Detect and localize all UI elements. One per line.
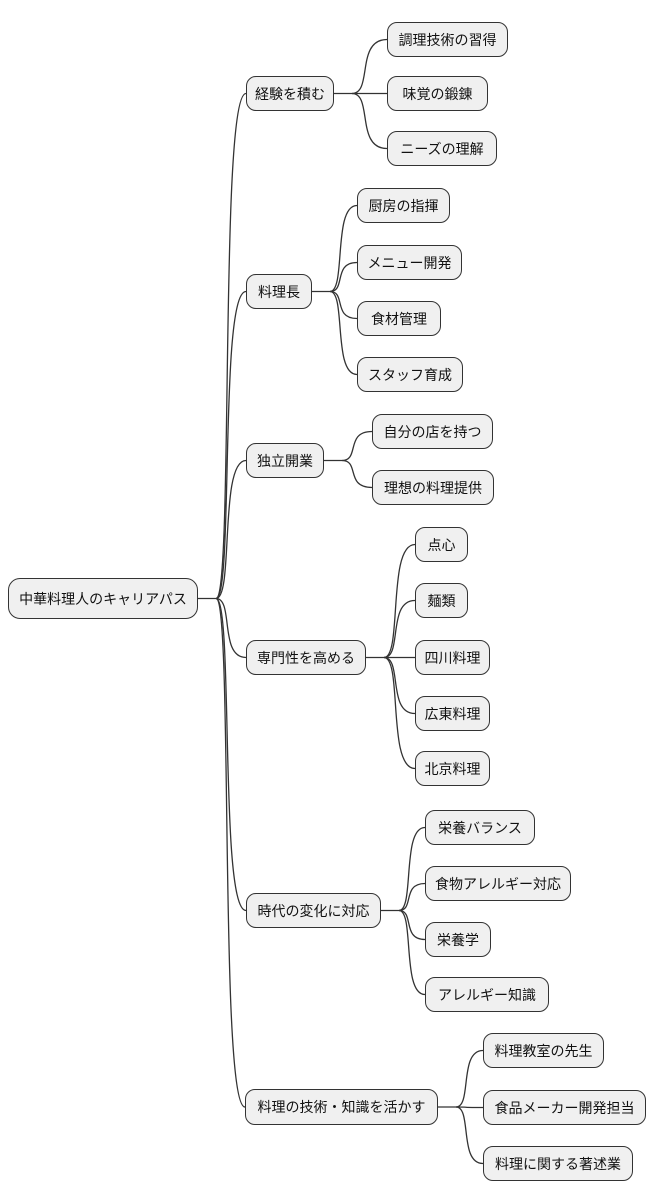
mindmap-edge xyxy=(215,597,247,659)
mindmap-leaf-node: 点心 xyxy=(415,527,468,562)
mindmap-edge xyxy=(329,261,358,293)
mindmap-leaf-node: 栄養バランス xyxy=(425,810,535,845)
mindmap-leaf-node: 北京料理 xyxy=(415,751,490,786)
mindmap-edge xyxy=(215,92,247,600)
mindmap-leaf-node: 広東料理 xyxy=(415,696,490,731)
mindmap-leaf-node: 料理に関する著述業 xyxy=(483,1146,633,1181)
mindmap-edge xyxy=(398,882,426,912)
mindmap-edge xyxy=(398,909,426,996)
mindmap-edge xyxy=(455,1106,484,1165)
mindmap-leaf-node: 調理技術の習得 xyxy=(387,22,508,57)
mindmap-edge xyxy=(455,1049,484,1108)
mindmap-leaf-node: スタッフ育成 xyxy=(357,357,463,392)
mindmap-leaf-node: 栄養学 xyxy=(425,922,491,957)
mindmap-edge xyxy=(455,1106,484,1109)
mindmap-root-node: 中華料理人のキャリアパス xyxy=(8,578,198,619)
mindmap-edge xyxy=(383,656,416,770)
mindmap-edge xyxy=(383,656,416,715)
mindmap-edge xyxy=(351,38,388,95)
mindmap-leaf-node: 食品メーカー開発担当 xyxy=(483,1090,646,1125)
mindmap-edge xyxy=(215,459,247,600)
mindmap-leaf-node: 料理教室の先生 xyxy=(483,1033,604,1068)
mindmap-branch-node: 料理の技術・知識を活かす xyxy=(245,1089,438,1125)
mindmap-leaf-node: メニュー開発 xyxy=(357,245,462,280)
mindmap-leaf-node: 四川料理 xyxy=(415,640,490,675)
mindmap-edge xyxy=(329,290,358,376)
mindmap-leaf-node: ニーズの理解 xyxy=(387,131,497,166)
mindmap-branch-node: 経験を積む xyxy=(246,76,334,111)
mindmap-leaf-node: 食材管理 xyxy=(357,301,441,336)
mindmap-edge xyxy=(341,459,373,489)
mindmap-branch-node: 独立開業 xyxy=(246,443,324,478)
mindmap-leaf-node: 麺類 xyxy=(415,583,468,618)
mindmap-leaf-node: 味覚の鍛錬 xyxy=(387,76,488,111)
mindmap-edge xyxy=(398,909,426,941)
mindmap-leaf-node: 食物アレルギー対応 xyxy=(425,866,571,901)
mindmap-edge xyxy=(351,92,388,150)
mindmap-edge xyxy=(383,599,416,659)
mindmap-leaf-node: アレルギー知識 xyxy=(425,977,549,1012)
mindmap-leaf-node: 理想の料理提供 xyxy=(372,470,494,505)
mindmap-edge xyxy=(215,597,246,1108)
mindmap-edge xyxy=(329,290,358,320)
mindmap-branch-node: 時代の変化に対応 xyxy=(246,893,381,928)
mindmap-branch-node: 専門性を高める xyxy=(246,640,366,675)
mindmap-leaf-node: 自分の店を持つ xyxy=(372,414,493,449)
mindmap-edge xyxy=(383,543,416,659)
mindmap-edge xyxy=(398,826,426,912)
mindmap-edge xyxy=(215,597,247,912)
mindmap-branch-node: 料理長 xyxy=(246,274,312,309)
mindmap-edge xyxy=(341,430,373,462)
mindmap-leaf-node: 厨房の指揮 xyxy=(357,188,450,223)
mindmap-edge xyxy=(329,204,358,293)
mindmap-edge xyxy=(215,290,247,600)
